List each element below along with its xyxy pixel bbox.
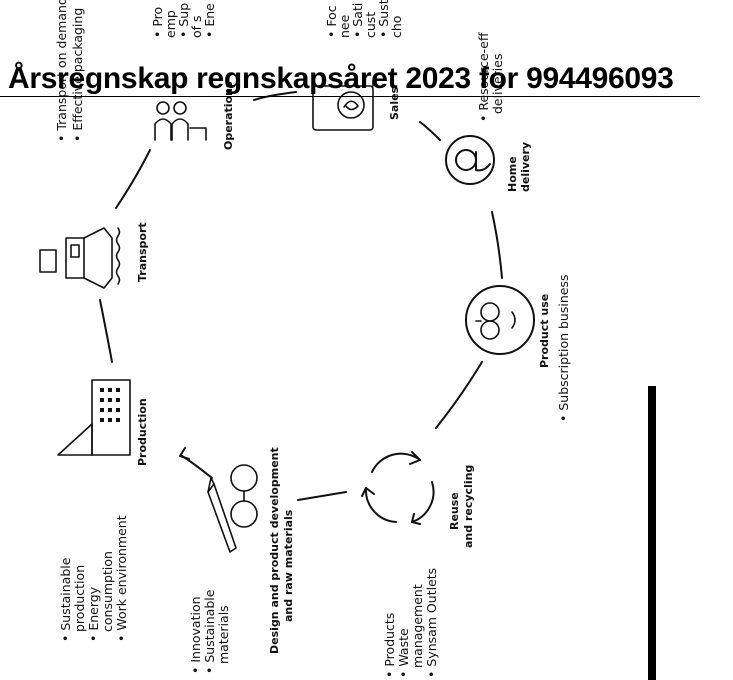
svg-text:nee: nee xyxy=(337,14,352,38)
svg-text:• Products: • Products xyxy=(382,613,397,678)
design-title: Design and product development and raw m… xyxy=(268,447,295,654)
svg-text:consumption: consumption xyxy=(100,551,115,632)
svg-text:cho: cho xyxy=(389,16,404,38)
operations-bullets: • Transport on demand • Effective packag… xyxy=(54,0,85,142)
svg-text:• Synsam Outlets: • Synsam Outlets xyxy=(424,568,439,678)
arrow-head-production xyxy=(179,447,190,460)
svg-text:and recycling: and recycling xyxy=(462,465,475,548)
face-with-glasses-icon xyxy=(465,285,535,355)
svg-text:emp: emp xyxy=(163,10,178,38)
design-bullets: • Innovation • Sustainable materials xyxy=(188,589,231,674)
svg-text:• Pro: • Pro xyxy=(150,7,165,38)
page-header-title: Årsregnskap regnskapsåret 2023 for 99449… xyxy=(8,62,674,95)
bullet-text: Transport on demand xyxy=(54,0,69,132)
reuse-bullets: • Products • Waste management • Synsam O… xyxy=(382,568,439,678)
svg-text:and raw materials: and raw materials xyxy=(282,509,295,622)
svg-text:• Transport on demand: • Transport on demand xyxy=(54,0,69,142)
transport-title: Transport xyxy=(136,222,149,282)
svg-text:Design and product development: Design and product development xyxy=(268,447,281,654)
people-icon xyxy=(154,101,207,141)
at-sign-icon xyxy=(445,135,495,185)
bullet-text: Effective packaging xyxy=(70,8,85,131)
svg-text:Home: Home xyxy=(506,156,519,192)
svg-text:• Foc: • Foc xyxy=(324,5,339,38)
home-delivery-title: Home delivery xyxy=(506,142,532,192)
svg-text:• Innovation: • Innovation xyxy=(188,596,203,674)
svg-text:materials: materials xyxy=(216,605,231,664)
sales-top-bullets: • Foc nee • Sati cust • Sust cho xyxy=(324,0,404,38)
svg-text:delivery: delivery xyxy=(519,142,532,192)
pencil-and-glasses-icon xyxy=(207,464,258,553)
svg-text:• Resource-eff: • Resource-eff xyxy=(476,32,491,122)
header-divider xyxy=(0,96,700,97)
sales-title: Sales xyxy=(388,86,401,120)
operations-top-bullets: • Pro emp • Sup of s • Ene xyxy=(150,3,217,38)
cycle-connectors xyxy=(99,91,503,501)
svg-text:• Waste: • Waste xyxy=(396,628,411,678)
product-use-bullets: • Subscription business xyxy=(556,275,571,422)
vehicle-icon xyxy=(39,227,121,289)
svg-text:• Work environment: • Work environment xyxy=(114,515,129,642)
product-use-title: Product use xyxy=(538,294,551,368)
production-bullets: • Sustainable production • Energy consum… xyxy=(58,515,129,642)
factory-icon xyxy=(57,379,131,456)
reuse-title: Reuse and recycling xyxy=(448,465,475,548)
svg-text:production: production xyxy=(72,565,87,632)
svg-text:• Ene: • Ene xyxy=(202,3,217,38)
arrow-to-production xyxy=(181,455,213,479)
recycle-icon xyxy=(361,451,435,525)
svg-text:management: management xyxy=(410,584,425,668)
svg-text:• Sup: • Sup xyxy=(176,3,191,38)
svg-text:deliveries: deliveries xyxy=(490,54,505,114)
page-edge-bar xyxy=(648,386,656,680)
svg-text:• Effective packaging: • Effective packaging xyxy=(70,8,85,142)
shopping-bag-icon xyxy=(312,79,374,131)
svg-text:• Sustainable: • Sustainable xyxy=(58,557,73,642)
operations-title: Operations xyxy=(222,81,235,150)
production-title: Production xyxy=(136,398,149,466)
svg-text:• Sustainable: • Sustainable xyxy=(202,589,217,674)
svg-text:Reuse: Reuse xyxy=(448,492,461,530)
sales-bullets: • Resource-eff deliveries xyxy=(476,32,505,122)
svg-text:• Energy: • Energy xyxy=(86,586,101,642)
svg-text:• Subscription business: • Subscription business xyxy=(556,275,571,422)
svg-text:of s: of s xyxy=(189,15,204,38)
svg-text:cust: cust xyxy=(363,12,378,38)
svg-text:• Sati: • Sati xyxy=(350,3,365,38)
svg-text:• Sust: • Sust xyxy=(376,0,391,38)
